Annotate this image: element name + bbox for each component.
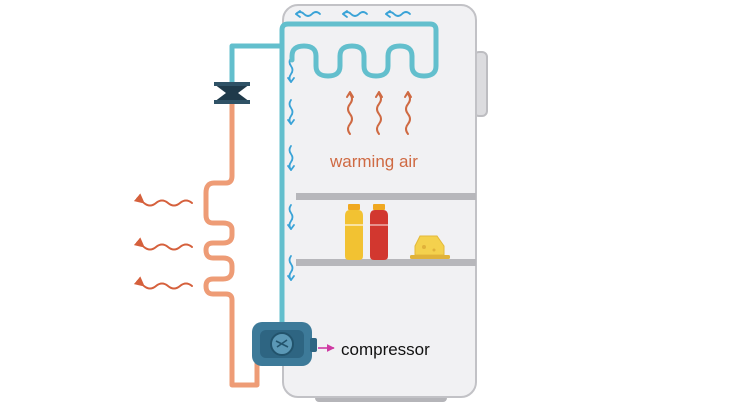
- cold-air-falling: [287, 57, 295, 281]
- heat-arrow: [133, 237, 193, 251]
- heat-release-arrows: [133, 193, 193, 290]
- shelf-upper: [296, 193, 476, 200]
- bottle-icon: [345, 204, 363, 260]
- expansion-valve-icon: [214, 82, 250, 104]
- hot-pipe-condenser: [203, 97, 260, 388]
- compressor-icon: [252, 322, 317, 366]
- heat-arrow: [133, 193, 193, 207]
- cheese-icon: [410, 235, 450, 259]
- compressor-label: compressor: [341, 340, 430, 359]
- bottle-icon: [370, 204, 388, 260]
- warming-air-waves: [346, 91, 412, 135]
- shelf-lower: [296, 259, 476, 266]
- cold-pipe-evaporator: [229, 21, 439, 87]
- cold-air-top: [295, 10, 411, 18]
- heat-arrow: [133, 276, 193, 290]
- warming-air-label: warming air: [329, 152, 418, 171]
- refrigerator: [282, 4, 488, 402]
